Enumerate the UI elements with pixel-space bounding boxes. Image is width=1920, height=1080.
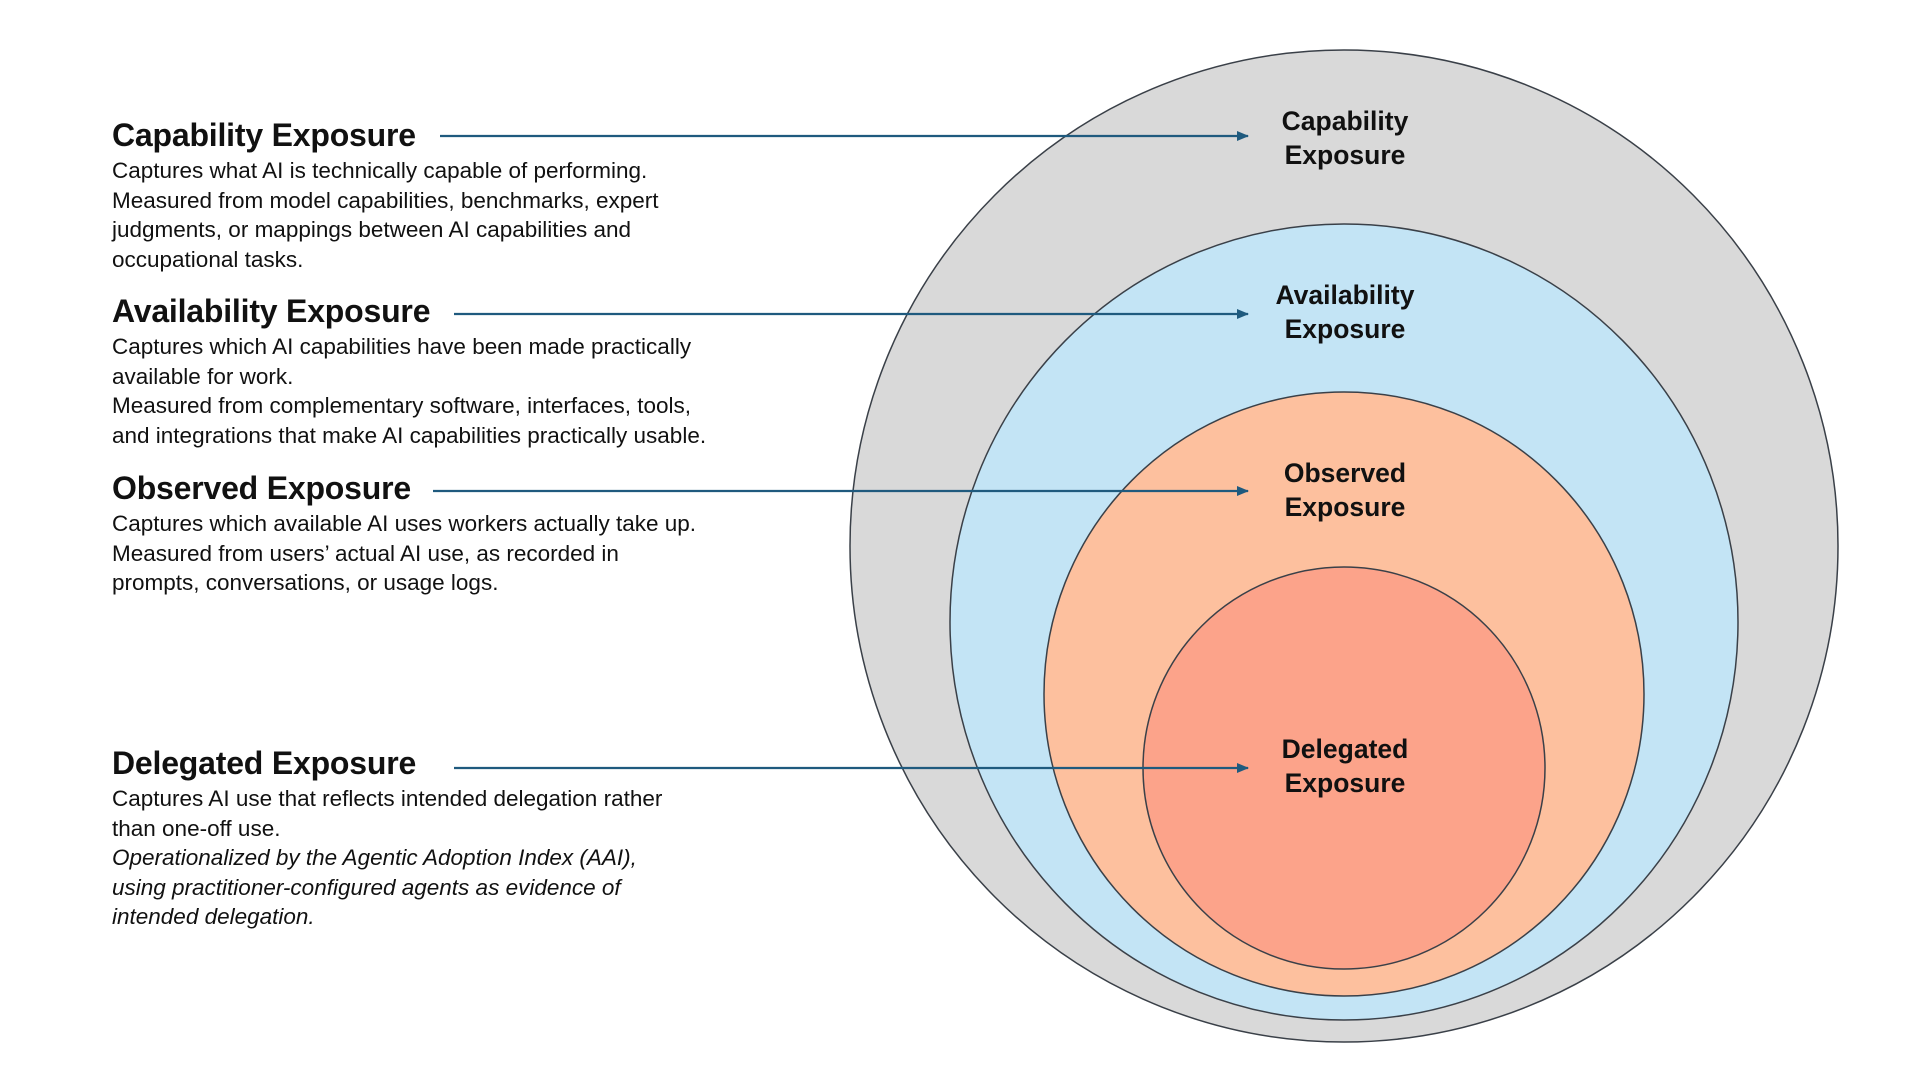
definition-title: Availability Exposure [112,293,431,329]
definition-line: Captures what AI is technically capable … [112,158,648,183]
circle-label-line: Exposure [1284,314,1406,344]
definition-italic-line: Operationalized by the Agentic Adoption … [112,845,637,870]
definition-line: Captures which AI capabilities have been… [112,334,692,359]
definition-line: Captures which available AI uses workers… [112,511,697,536]
definition-title: Observed Exposure [112,470,411,506]
circle-label-line: Capability [1281,106,1409,136]
definition-italic-line: using practitioner-configured agents as … [112,874,621,900]
definition-italic-line: intended delegation. [112,904,315,929]
circle-label-availability: Availability Exposure [1215,278,1475,346]
definition-title: Capability Exposure [112,117,416,153]
circle-label-observed: Observed Exposure [1215,456,1475,524]
definition-delegated: Delegated Exposure Captures AI use that … [112,744,792,932]
circle-label-line: Delegated [1281,734,1409,764]
circle-label-line: Availability [1275,280,1415,310]
definition-availability: Availability Exposure Captures which AI … [112,292,792,450]
definition-title: Delegated Exposure [112,745,417,781]
circle-label-line: Exposure [1284,492,1406,522]
definition-capability: Capability Exposure Captures what AI is … [112,116,792,274]
definition-observed: Observed Exposure Captures which availab… [112,469,792,598]
definition-line: than one-off use. [112,815,281,841]
definition-line: judgments, or mappings between AI capabi… [112,217,632,242]
definition-line: Measured from complementary software, in… [112,393,691,418]
definition-line: available for work. [112,363,294,389]
definition-line: Captures AI use that reflects intended d… [112,786,663,811]
definition-line: Measured from model capabilities, benchm… [112,187,659,213]
definition-line: Measured from users’ actual AI use, as r… [112,540,619,566]
definition-line: occupational tasks. [112,246,304,272]
circle-label-line: Exposure [1284,768,1406,798]
definition-line: and integrations that make AI capabiliti… [112,422,707,448]
circle-label-capability: Capability Exposure [1215,104,1475,172]
circle-label-delegated: Delegated Exposure [1215,732,1475,800]
circle-label-line: Exposure [1284,140,1406,170]
definition-line: prompts, conversations, or usage logs. [112,570,499,595]
circle-label-line: Observed [1283,458,1407,488]
